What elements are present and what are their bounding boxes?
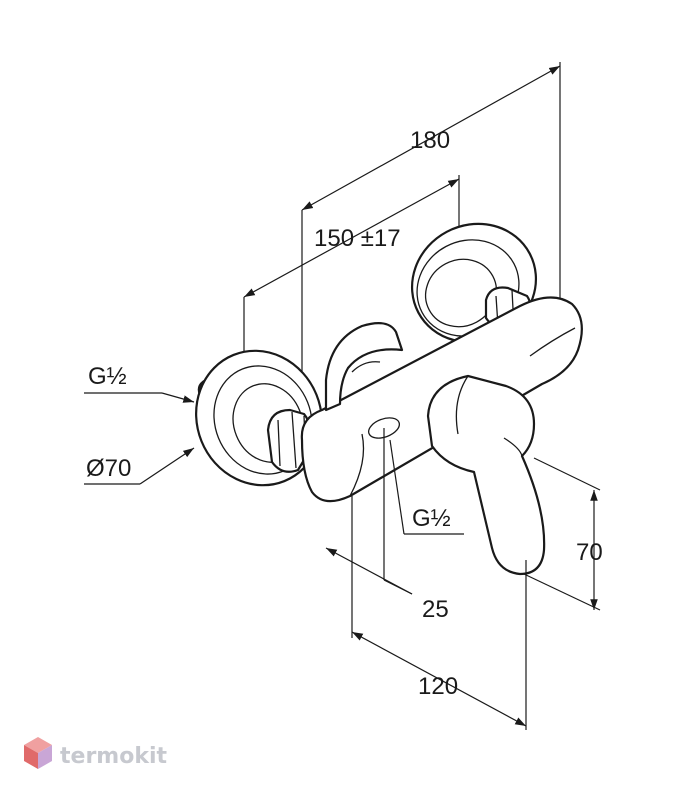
callout-inlet-thread: G½ [84,363,195,403]
dimension-25: 25 [325,496,449,638]
inlet-thread-label: G½ [88,363,127,390]
dimension-line-120 [351,631,527,727]
flange-diameter-label: Ø70 [86,455,131,482]
left-wall-flange [195,349,323,487]
watermark-logo: termokit [24,737,167,769]
callout-flange-diameter: Ø70 [84,447,195,485]
dimension-120: 120 [351,560,527,730]
dimension-label-120: 120 [418,673,458,700]
spout-arch [324,321,404,412]
dimension-line-150 [243,178,460,298]
watermark-text: termokit [60,744,167,769]
lever-handle [426,374,546,576]
dimension-150: 150 ±17 [243,175,460,360]
dimension-70: 70 [523,457,603,611]
dimension-label-25: 25 [422,596,449,623]
dimension-label-180: 180 [410,127,450,154]
dimension-label-150: 150 ±17 [314,225,401,252]
callout-outlet-thread: G½ [383,428,464,580]
outlet-hole [368,417,400,439]
outlet-thread-label: G½ [412,505,451,532]
dimension-label-70: 70 [576,539,603,566]
cube-icon [24,737,52,769]
